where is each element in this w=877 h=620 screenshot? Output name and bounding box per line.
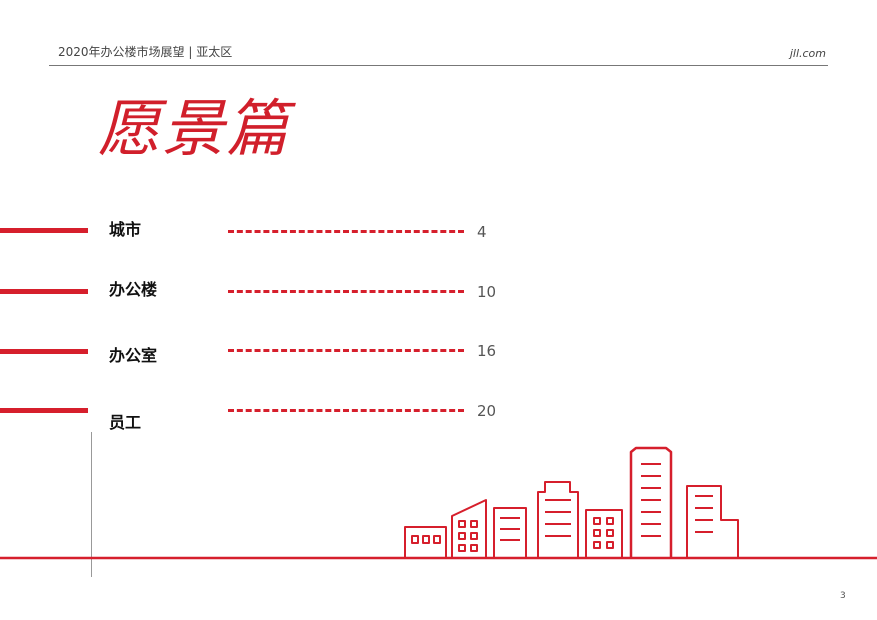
toc-bar — [0, 349, 88, 354]
toc-page-number: 4 — [477, 223, 487, 241]
toc-leader — [228, 349, 464, 352]
toc-row-office-buildings[interactable]: 办公楼 10 — [0, 276, 520, 306]
toc-page-number: 10 — [477, 283, 497, 301]
toc-row-employees[interactable]: 员工 20 — [0, 402, 520, 432]
brand-link[interactable]: jll.com — [789, 47, 826, 60]
header-title: 2020年办公楼市场展望 | 亚太区 — [58, 45, 233, 59]
toc-label: 城市 — [109, 220, 142, 239]
toc-bar — [0, 228, 88, 233]
section-title: 愿景篇 — [98, 92, 291, 165]
city-skyline-illustration — [0, 446, 877, 560]
toc-label: 办公楼 — [109, 280, 158, 299]
toc-label: 办公室 — [109, 346, 158, 365]
header-divider — [49, 65, 828, 66]
toc-row-offices[interactable]: 办公室 16 — [0, 342, 520, 372]
toc-leader — [228, 409, 464, 412]
toc-row-cities[interactable]: 城市 4 — [0, 216, 520, 246]
page-number: 3 — [840, 591, 846, 601]
toc-bar — [0, 408, 88, 413]
toc-label: 员工 — [109, 413, 142, 432]
toc-bar — [0, 289, 88, 294]
toc-leader — [228, 230, 464, 233]
toc-leader — [228, 290, 464, 293]
toc-page-number: 16 — [477, 342, 497, 360]
toc-page-number: 20 — [477, 402, 497, 420]
vertical-divider — [91, 432, 92, 577]
